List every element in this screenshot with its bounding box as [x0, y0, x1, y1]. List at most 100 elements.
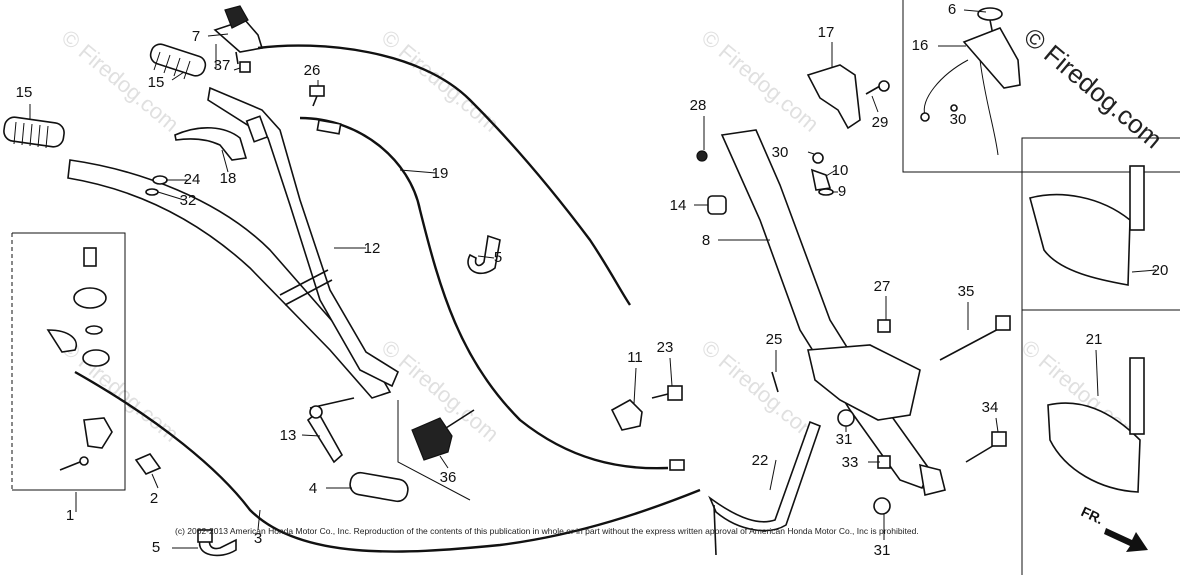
part-pin-13 — [306, 397, 355, 464]
part-grip-15-upper — [149, 43, 207, 80]
front-direction-indicator: FR. — [1079, 503, 1148, 552]
part-label-l24: 24 — [184, 171, 201, 188]
part-bolt-29 — [865, 80, 890, 95]
watermark-6: © Firedog.com — [697, 335, 824, 447]
part-throttle-7 — [213, 5, 264, 65]
kit-boxes — [11, 0, 1180, 575]
part-label-l32: 32 — [180, 192, 197, 209]
part-bracket-17 — [806, 64, 861, 130]
part-handle-frame-12 — [207, 86, 400, 388]
part-label-l25: 25 — [766, 331, 783, 348]
part-bolt-30 — [812, 152, 824, 164]
part-label-l23: 23 — [657, 339, 674, 356]
part-label-l5b: 5 — [152, 539, 160, 556]
part-rod-22 — [708, 420, 822, 556]
part-handlebar-left — [67, 159, 392, 399]
part-clamp-5-lower — [197, 529, 237, 557]
part-washer-32 — [145, 188, 159, 196]
part-pin-25 — [771, 371, 779, 393]
part-nut-31-upper — [837, 409, 855, 427]
part-bracket-11 — [610, 399, 643, 431]
box-furrower — [1021, 137, 1180, 575]
part-label-l37: 37 — [214, 57, 231, 74]
part-label-l8: 8 — [702, 232, 710, 249]
part-throttle-plate-16 — [920, 27, 1021, 156]
part-label-l15b: 15 — [148, 74, 165, 91]
part-label-l29: 29 — [872, 114, 889, 131]
part-bolt-35 — [939, 315, 1011, 361]
leader-lines — [29, 9, 1157, 549]
part-label-l30b: 30 — [950, 111, 967, 128]
part-label-l30a: 30 — [772, 144, 789, 161]
part-label-l14: 14 — [670, 197, 687, 214]
part-label-l3: 3 — [254, 530, 262, 547]
part-grip-15 — [3, 116, 65, 149]
part-label-l26: 26 — [304, 62, 321, 79]
part-label-l13: 13 — [280, 427, 297, 444]
part-label-l31b: 31 — [874, 542, 891, 559]
part-kit-1 — [46, 247, 113, 471]
part-label-l1: 1 — [66, 507, 74, 524]
part-label-l18: 18 — [220, 170, 237, 187]
part-knob-36 — [411, 409, 475, 461]
part-washer-9 — [818, 188, 834, 196]
part-label-l27: 27 — [874, 278, 891, 295]
part-label-l6: 6 — [948, 1, 956, 18]
part-label-l31a: 31 — [836, 431, 853, 448]
watermark-3: © Firedog.com — [697, 25, 824, 137]
cable-19 — [299, 116, 669, 470]
part-label-l10: 10 — [832, 162, 849, 179]
part-label-l5a: 5 — [494, 249, 502, 266]
copyright-notice: (c) 2002-2013 American Honda Motor Co., … — [175, 526, 919, 536]
part-bolt-37 — [239, 61, 251, 73]
cable-3 — [74, 370, 701, 553]
part-label-l12: 12 — [364, 240, 381, 257]
part-label-l2: 2 — [150, 490, 158, 507]
part-bolt-27 — [877, 319, 891, 333]
front-arrow-icon — [1104, 528, 1148, 552]
part-furrower-20 — [1029, 165, 1145, 286]
part-label-l19: 19 — [432, 165, 449, 182]
part-label-l20: 20 — [1152, 262, 1169, 279]
cable-throttle — [257, 44, 631, 306]
part-label-l22: 22 — [752, 452, 769, 469]
part-clip-24 — [152, 175, 168, 185]
part-label-l33: 33 — [842, 454, 859, 471]
part-grip-4 — [349, 471, 409, 503]
part-bolt-26 — [309, 85, 325, 107]
part-clutch-lever-18 — [174, 126, 248, 161]
front-direction-label: FR. — [1079, 503, 1106, 527]
part-label-l35: 35 — [958, 283, 975, 300]
part-label-l11: 11 — [627, 349, 643, 366]
part-label-l17: 17 — [818, 24, 835, 41]
part-column-8 — [720, 129, 946, 496]
part-label-l15a: 15 — [16, 84, 33, 101]
watermark-1: © Firedog.com — [57, 25, 184, 137]
part-label-l16: 16 — [912, 37, 929, 54]
watermark-dark: © Firedog.com — [1018, 22, 1168, 155]
part-bolt-34 — [965, 431, 1007, 463]
part-clip-2 — [134, 453, 162, 475]
part-clip-10 — [810, 168, 832, 191]
part-label-l21: 21 — [1086, 331, 1103, 348]
part-bolt-23 — [651, 385, 683, 401]
part-clamp-5 — [467, 234, 501, 274]
box-throttle-6 — [902, 0, 1180, 173]
part-label-l36: 36 — [440, 469, 457, 486]
part-label-l28: 28 — [690, 97, 707, 114]
part-label-l7: 7 — [192, 28, 200, 45]
part-bolt-28 — [696, 150, 708, 162]
part-cap-14 — [707, 195, 727, 215]
part-lever-6 — [977, 7, 1003, 41]
part-nut-31-lower — [873, 497, 891, 515]
watermark-2: © Firedog.com — [377, 25, 504, 137]
box-bracket-36 — [397, 400, 471, 501]
part-label-l34: 34 — [982, 399, 999, 416]
part-label-l9: 9 — [838, 183, 846, 200]
part-furrower-21 — [1047, 357, 1145, 493]
cables — [74, 44, 701, 553]
part-label-l4: 4 — [309, 480, 317, 497]
